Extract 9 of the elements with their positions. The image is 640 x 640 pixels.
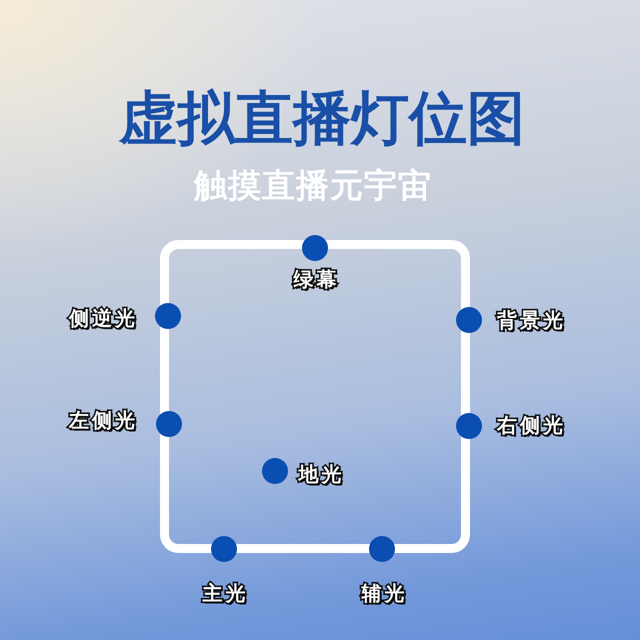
light-label: 辅光 (360, 583, 408, 603)
light-label: 侧逆光 (68, 308, 138, 328)
light-label: 右侧光 (496, 415, 566, 435)
light-label: 地光 (296, 464, 344, 484)
light-label: 绿幕 (292, 269, 340, 289)
light-label: 主光 (202, 583, 248, 603)
title: 虚拟直播灯位图 (119, 89, 525, 147)
light-label: 背景光 (496, 310, 566, 330)
light-label: 左侧光 (68, 410, 138, 430)
